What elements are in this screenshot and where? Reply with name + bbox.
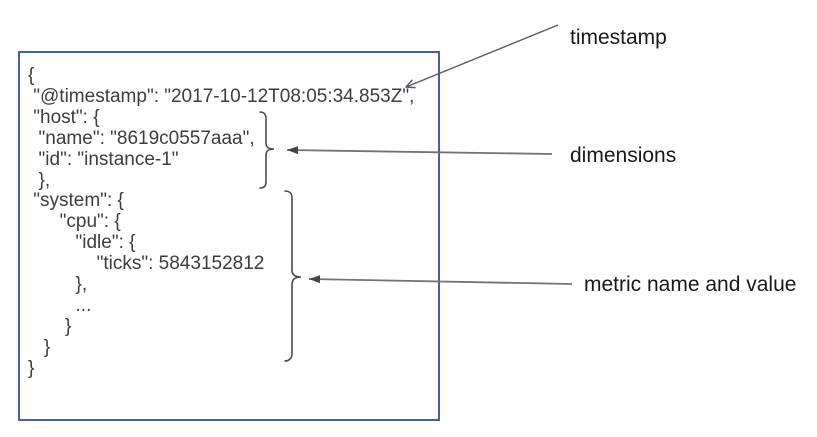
dimensions-label: dimensions — [570, 144, 677, 167]
event-json-code: { "@timestamp": "2017-10-12T08:05:34.853… — [28, 65, 415, 379]
timestamp-label: timestamp — [570, 26, 667, 49]
event-json-box: { "@timestamp": "2017-10-12T08:05:34.853… — [18, 51, 440, 421]
metric-name-and-value-label: metric name and value — [584, 273, 797, 296]
